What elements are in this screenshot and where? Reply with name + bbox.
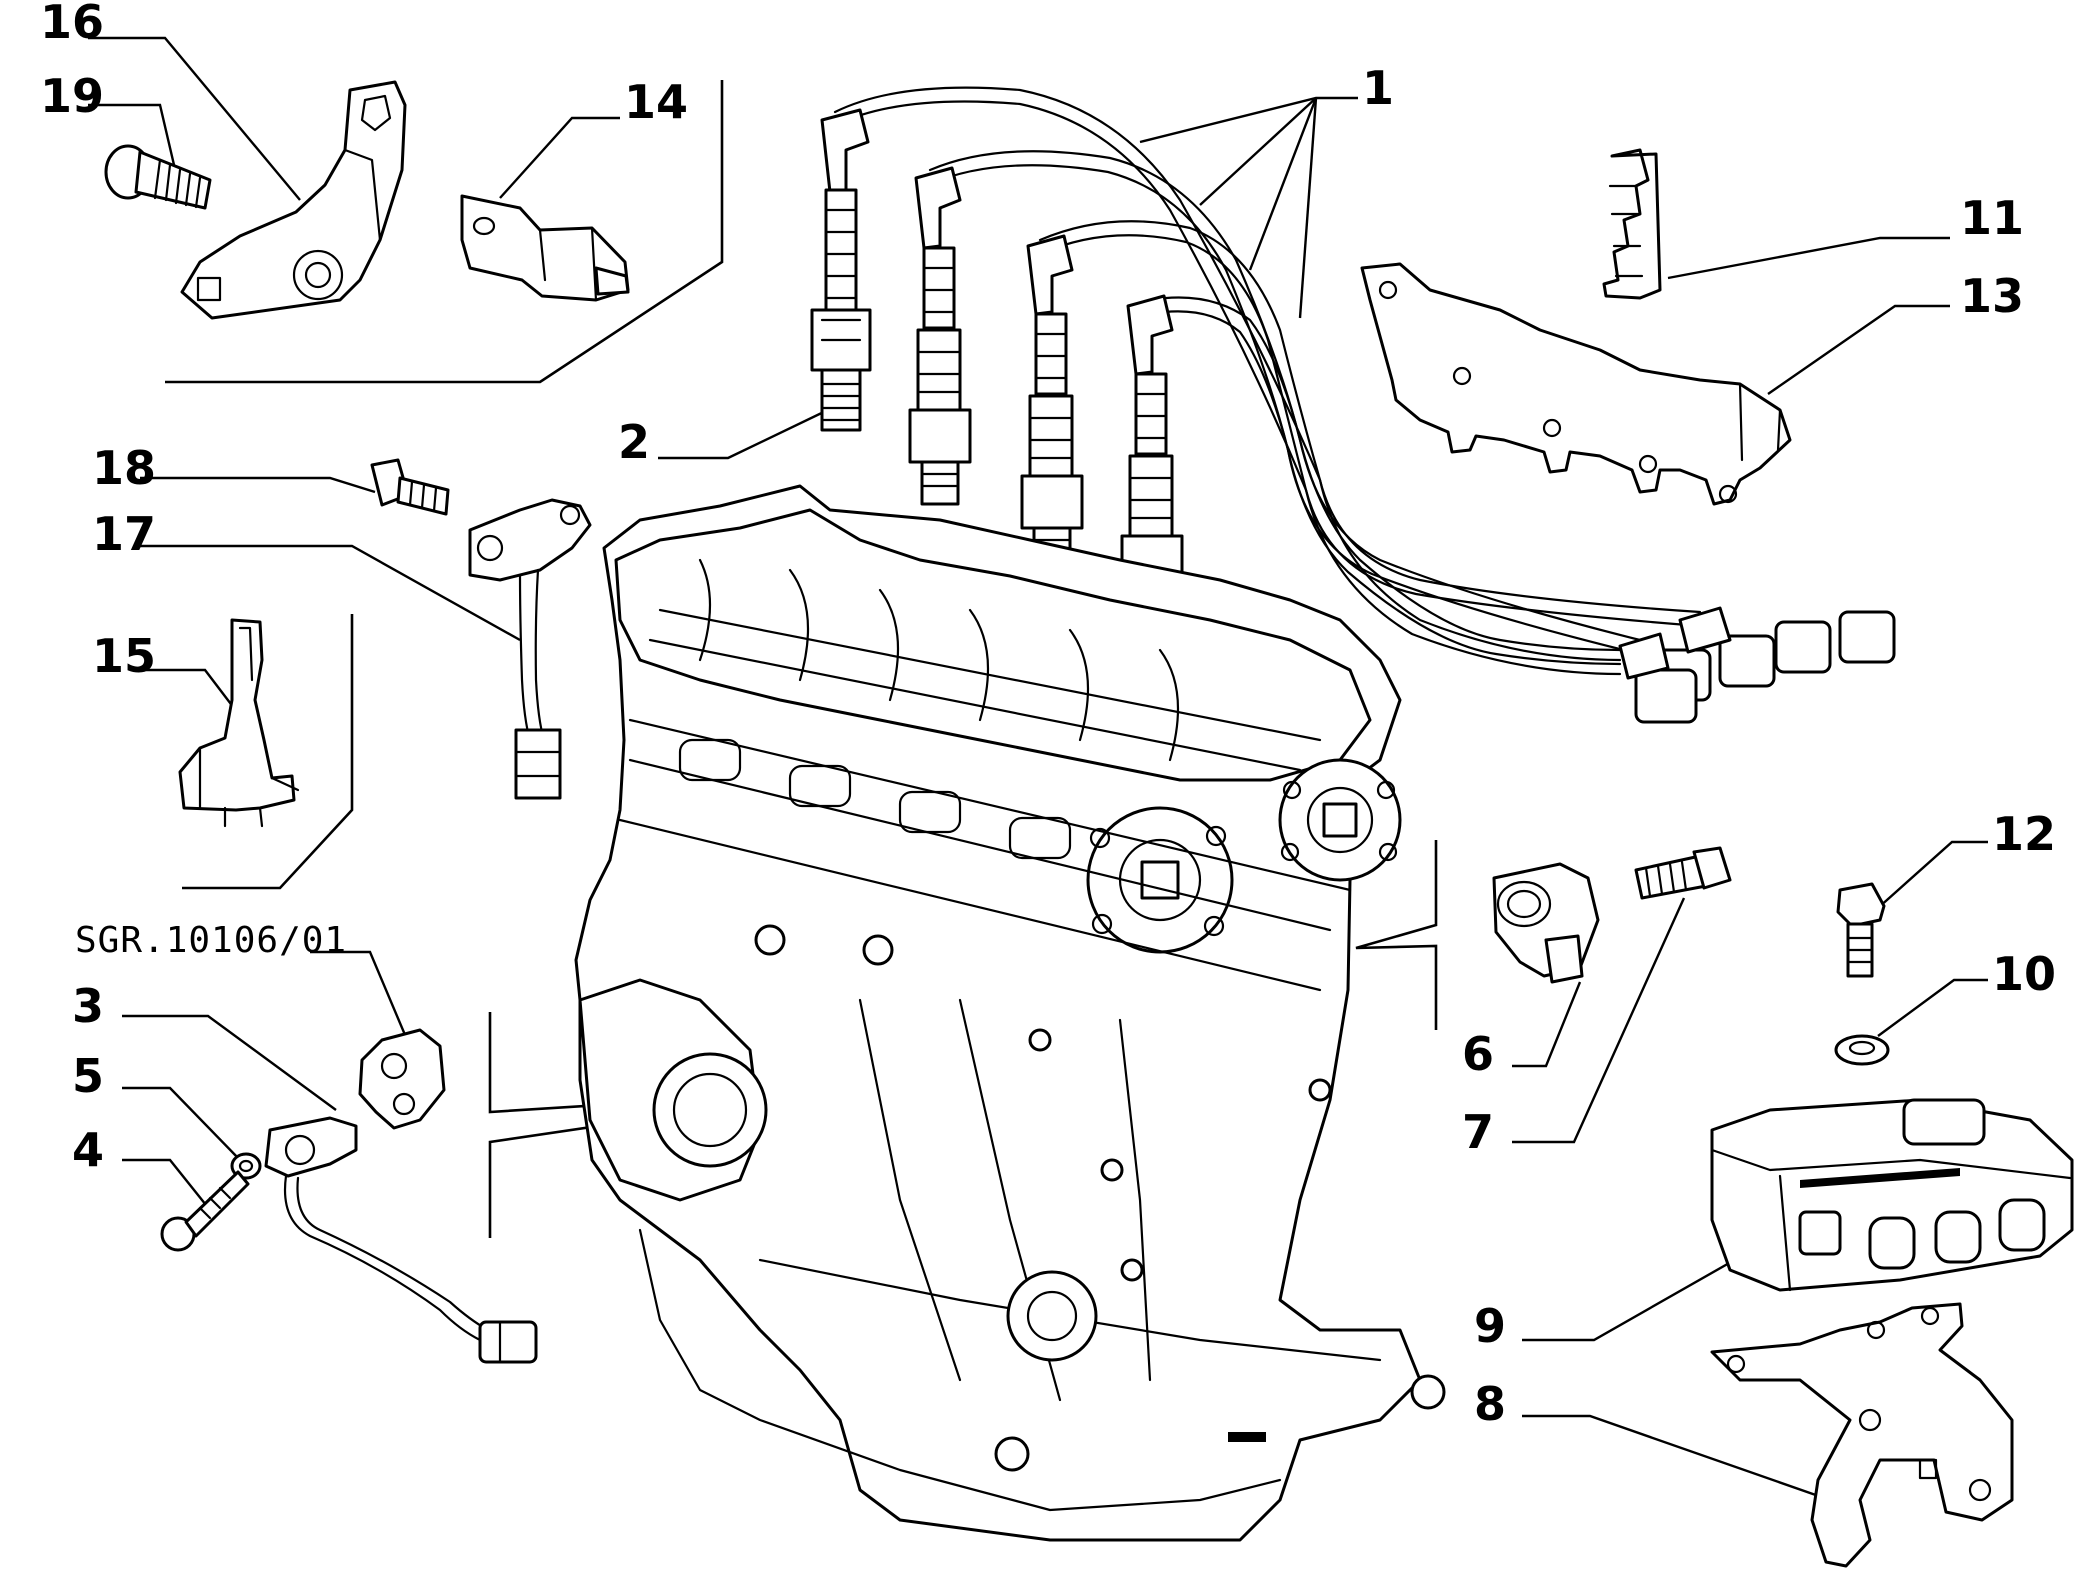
part-19-bolt [104,144,212,210]
part-1-ignition-leads [820,86,1896,724]
part-9-ignition-coil [1710,1098,2074,1292]
callout-10: 10 [1992,947,2056,1001]
leader-lines [88,36,1988,1502]
engine-block [574,484,1446,1542]
callout-18: 18 [92,441,156,495]
part-16-bracket [180,80,407,320]
callout-12: 12 [1992,807,2056,861]
part-11-lead-clip [1602,148,1662,300]
callout-4: 4 [72,1123,104,1177]
callout-7: 7 [1462,1105,1494,1159]
part-17-sensor [468,498,592,800]
callout-3: 3 [72,979,104,1033]
callout-labels: 16 19 14 1 11 13 2 18 17 15 12 10 SGR.10… [40,0,2056,1431]
part-15-clip [178,618,300,828]
part-4-bolt [160,1170,250,1252]
callout-1: 1 [1362,61,1394,115]
reference-code: SGR.10106/01 [75,920,347,961]
part-8-coil-bracket [1710,1302,2014,1568]
callout-16: 16 [40,0,104,49]
callout-5: 5 [72,1049,104,1103]
callout-2: 2 [618,415,650,469]
part-7-bolt [1634,846,1732,900]
part-3-crank-sensor [264,1116,538,1364]
part-10-washer [1834,1034,1890,1066]
part-18-bolt [370,458,450,516]
callout-11: 11 [1960,191,2024,245]
callout-19: 19 [40,69,104,123]
part-12-bolt [1836,882,1886,978]
part-13-lead-holder [1360,262,1792,506]
callout-6: 6 [1462,1027,1494,1081]
callout-14: 14 [624,75,688,129]
callout-9: 9 [1474,1299,1506,1353]
part-14-sensor-bracket [460,194,630,302]
callout-13: 13 [1960,269,2024,323]
callout-17: 17 [92,507,156,561]
crank-sensor-bracket [358,1028,446,1130]
callout-15: 15 [92,629,156,683]
part-6-knock-sensor [1492,862,1600,984]
callout-8: 8 [1474,1377,1506,1431]
